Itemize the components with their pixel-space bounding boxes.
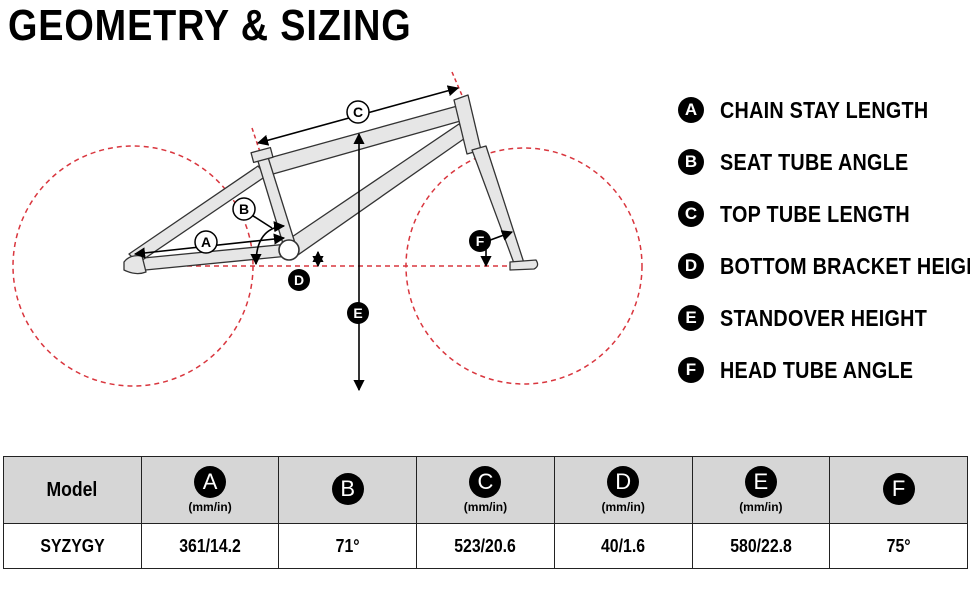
legend-item-b: B SEAT TUBE ANGLE (678, 136, 970, 188)
table-header-row: Model A (mm/in) B C (mm/in) D (mm/in) E … (3, 456, 968, 524)
legend-label-c: TOP TUBE LENGTH (720, 200, 910, 227)
cell-c: 523/20.6 (416, 523, 555, 569)
header-unit-a: (mm/in) (188, 500, 232, 514)
legend-badge-d: D (678, 253, 704, 279)
header-unit-d: (mm/in) (601, 500, 645, 514)
header-e: E (mm/in) (691, 456, 831, 524)
header-f: F (829, 456, 968, 524)
geometry-table: Model A (mm/in) B C (mm/in) D (mm/in) E … (3, 456, 968, 569)
header-b: B (278, 456, 418, 524)
legend-badge-e: E (678, 305, 704, 331)
cell-d: 40/1.6 (553, 523, 693, 569)
cell-model-value: SYZYGY (40, 535, 105, 556)
legend: A CHAIN STAY LENGTH B SEAT TUBE ANGLE C … (678, 84, 970, 396)
top-tube-extension-front (451, 71, 465, 101)
legend-badge-a: A (678, 97, 704, 123)
cell-b-value: 71° (335, 535, 360, 556)
header-badge-f: F (882, 473, 915, 505)
front-dropout (509, 259, 539, 271)
legend-badge-b: B (678, 149, 704, 175)
header-a: A (mm/in) (140, 456, 280, 524)
cell-f-value: 75° (886, 535, 911, 556)
legend-item-f: F HEAD TUBE ANGLE (678, 344, 970, 396)
header-badge-a: A (194, 466, 227, 498)
header-badge-d: D (607, 466, 640, 498)
cell-a-value: 361/14.2 (179, 535, 241, 556)
seat-clamp (250, 146, 274, 164)
legend-item-a: A CHAIN STAY LENGTH (678, 84, 970, 136)
marker-f: F (469, 230, 491, 252)
header-d: D (mm/in) (553, 456, 693, 524)
marker-c: C (346, 100, 370, 124)
legend-item-e: E STANDOVER HEIGHT (678, 292, 970, 344)
legend-label-b: SEAT TUBE ANGLE (720, 148, 909, 175)
cell-a: 361/14.2 (140, 523, 280, 569)
bottom-bracket (278, 239, 300, 261)
header-model-label: Model (46, 478, 98, 501)
page-title: GEOMETRY & SIZING (8, 1, 412, 50)
marker-f-label: F (476, 233, 485, 249)
cell-d-value: 40/1.6 (601, 535, 646, 556)
marker-b-label: B (239, 201, 249, 217)
cell-e-value: 580/22.8 (730, 535, 792, 556)
header-unit-e: (mm/in) (739, 500, 783, 514)
rear-dropout (123, 254, 147, 275)
legend-label-e: STANDOVER HEIGHT (720, 304, 928, 331)
header-badge-c: C (469, 466, 502, 498)
header-model: Model (3, 456, 142, 524)
header-c: C (mm/in) (416, 456, 555, 524)
bike-geometry-diagram: C B A D E F (12, 71, 643, 392)
legend-label-d: BOTTOM BRACKET HEIGHT (720, 252, 970, 279)
marker-e: E (347, 302, 369, 324)
marker-d-label: D (294, 272, 304, 288)
legend-item-c: C TOP TUBE LENGTH (678, 188, 970, 240)
legend-label-a: CHAIN STAY LENGTH (720, 96, 929, 123)
marker-b: B (232, 197, 256, 221)
header-unit-c: (mm/in) (463, 500, 508, 514)
legend-label-f: HEAD TUBE ANGLE (720, 356, 914, 383)
cell-b: 71° (278, 523, 418, 569)
cell-f: 75° (829, 523, 968, 569)
table-row: SYZYGY 361/14.2 71° 523/20.6 40/1.6 580/… (3, 523, 968, 569)
marker-a-label: A (201, 234, 211, 250)
header-badge-e: E (744, 466, 777, 498)
dimension-b-arc (250, 221, 286, 266)
legend-badge-c: C (678, 201, 704, 227)
cell-model: SYZYGY (3, 523, 142, 569)
cell-e: 580/22.8 (691, 523, 831, 569)
marker-e-label: E (353, 305, 362, 321)
legend-badge-f: F (678, 357, 704, 383)
legend-item-d: D BOTTOM BRACKET HEIGHT (678, 240, 970, 292)
cell-c-value: 523/20.6 (454, 535, 517, 556)
marker-a: A (194, 230, 218, 254)
marker-d: D (288, 269, 310, 291)
marker-c-label: C (353, 104, 363, 120)
header-badge-b: B (331, 473, 364, 505)
